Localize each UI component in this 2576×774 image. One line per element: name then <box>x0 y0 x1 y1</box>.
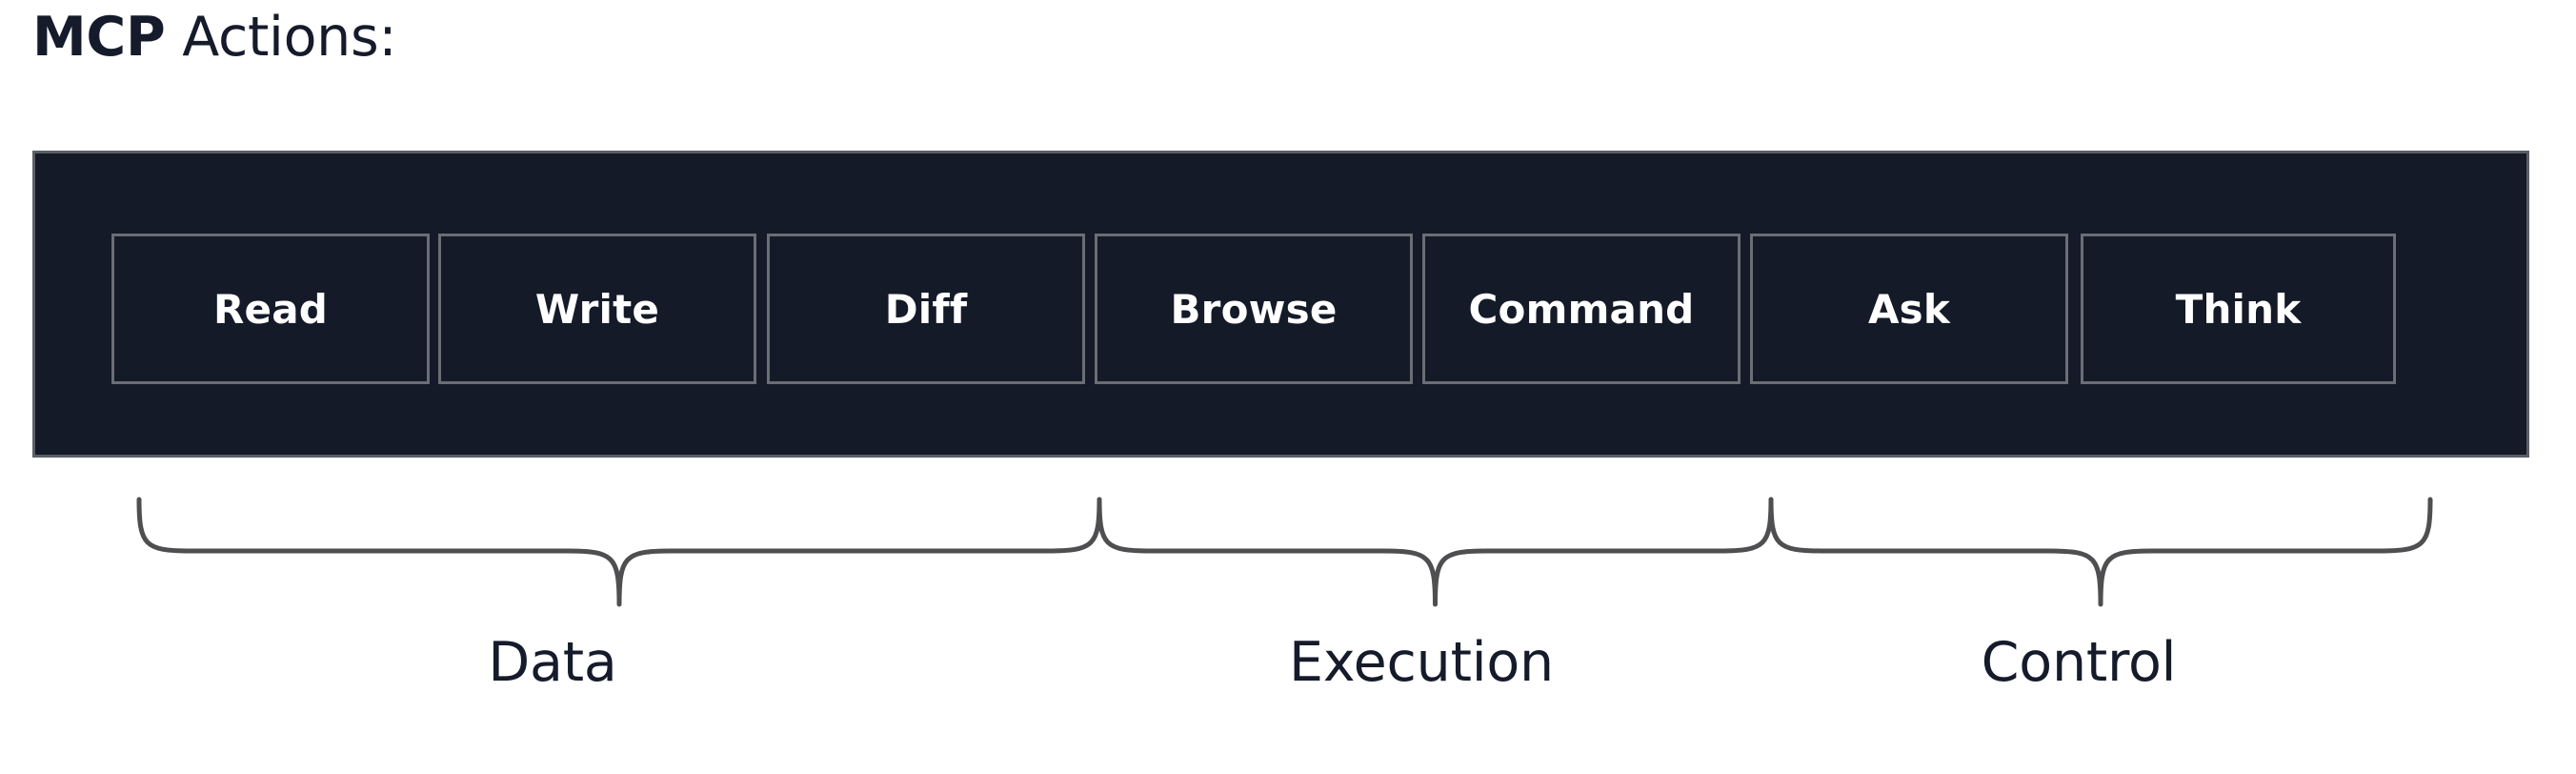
action-chip-label: Read <box>212 285 329 333</box>
action-chip-row: Read Write Diff Browse Command Ask Think <box>35 153 2526 455</box>
page-title: MCP Actions: <box>32 6 397 70</box>
action-chip-label: Browse <box>1170 285 1338 333</box>
mcp-actions-panel: Read Write Diff Browse Command Ask Think <box>32 151 2529 458</box>
action-chip-think[interactable]: Think <box>2081 234 2396 384</box>
action-chip-label: Think <box>2175 285 2302 333</box>
brace-data <box>136 497 1102 607</box>
action-chip-browse[interactable]: Browse <box>1095 234 1413 384</box>
page-title-strong: MCP <box>32 6 166 69</box>
group-label-control: Control <box>1981 631 2177 694</box>
action-chip-command[interactable]: Command <box>1422 234 1741 384</box>
action-chip-read[interactable]: Read <box>111 234 430 384</box>
action-chip-label: Write <box>534 285 660 333</box>
brace-control <box>1768 497 2433 607</box>
brace-execution <box>1097 497 1774 607</box>
action-chip-label: Diff <box>884 285 968 333</box>
group-label-execution: Execution <box>1289 631 1554 694</box>
action-chip-label: Command <box>1468 285 1695 333</box>
page-title-rest: Actions: <box>165 6 397 69</box>
action-chip-label: Ask <box>1867 285 1951 333</box>
action-chip-ask[interactable]: Ask <box>1750 234 2068 384</box>
action-chip-diff[interactable]: Diff <box>767 234 1085 384</box>
action-chip-write[interactable]: Write <box>438 234 756 384</box>
group-label-data: Data <box>488 631 617 694</box>
